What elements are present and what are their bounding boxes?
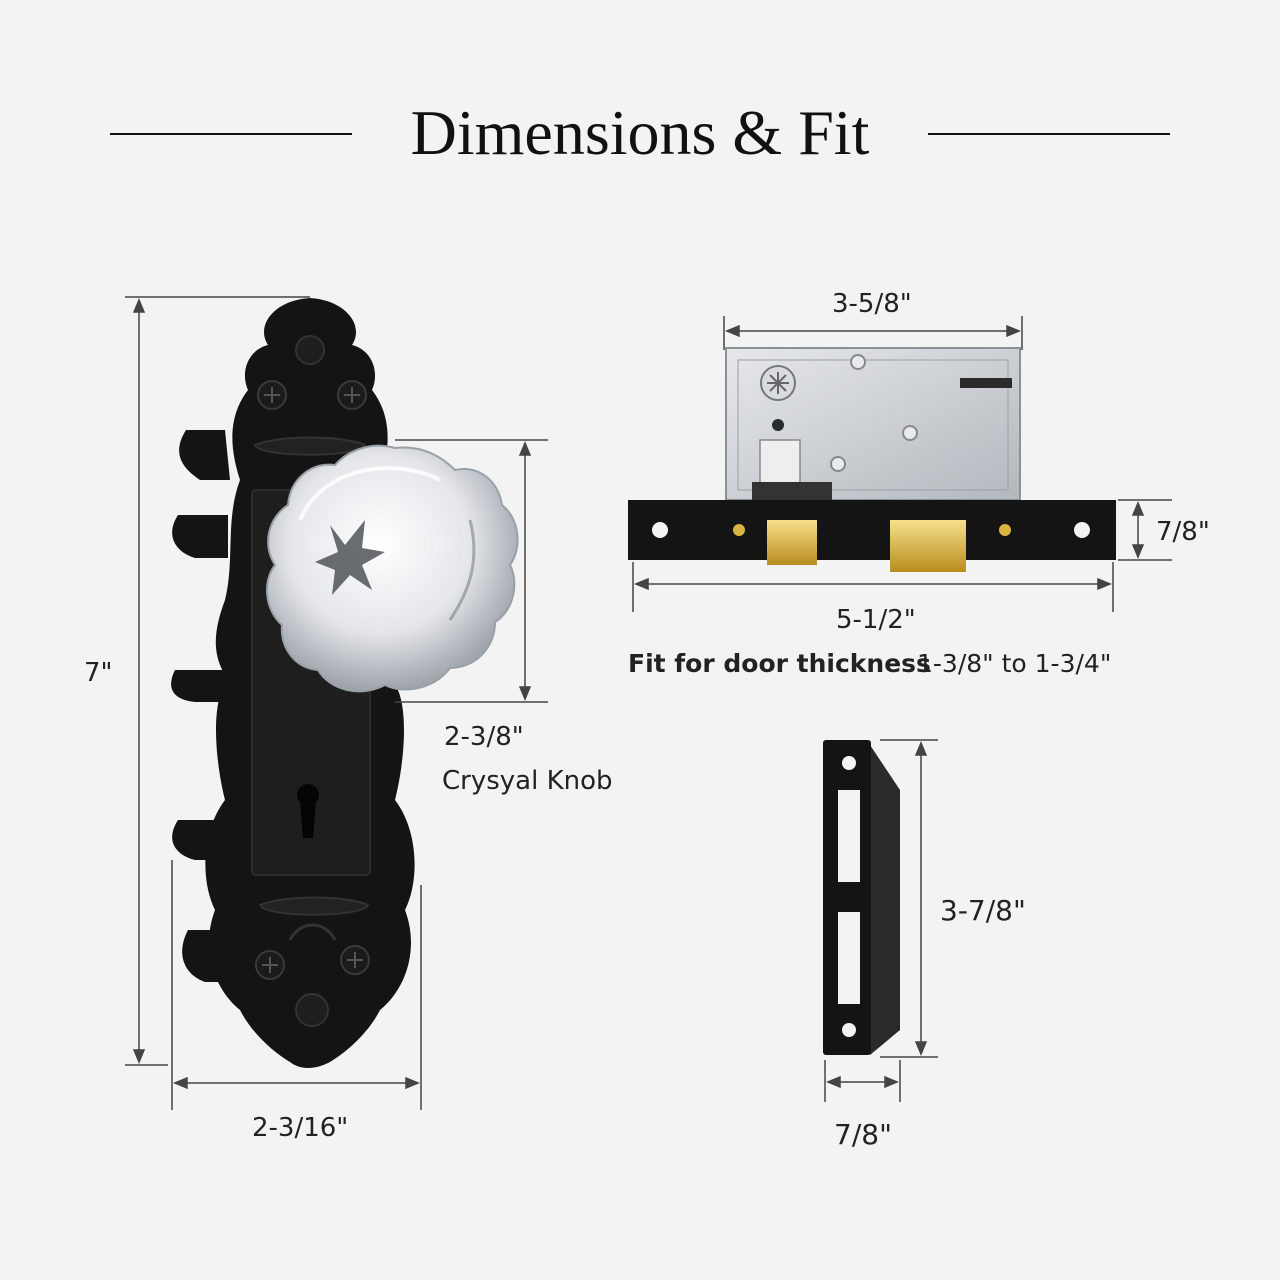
strike-plate-graphic (823, 740, 900, 1055)
page-title: Dimensions & Fit (410, 97, 870, 168)
knob-name-label: Crysyal Knob (442, 766, 613, 796)
faceplate-height-label: 7/8" (1156, 517, 1210, 547)
knob-size-label: 2-3/8" (444, 722, 524, 752)
door-thickness-range: 1-3/8" to 1-3/4" (917, 649, 1112, 678)
faceplate-length-label: 5-1/2" (836, 605, 916, 635)
strike-height-label: 3-7/8" (940, 894, 1026, 927)
plate-height-label: 7" (84, 658, 113, 688)
title-rule-left (110, 133, 352, 135)
plate-width-label: 2-3/16" (252, 1113, 349, 1143)
title-rule-right (928, 133, 1170, 135)
mortise-lock-graphic (628, 347, 1116, 572)
strike-width-label: 7/8" (834, 1118, 892, 1151)
dimension-lines (125, 296, 1172, 1110)
mortise-width-label: 3-5/8" (832, 289, 912, 319)
crystal-knob-graphic (265, 444, 519, 693)
door-thickness-label: Fit for door thickness (628, 649, 931, 678)
